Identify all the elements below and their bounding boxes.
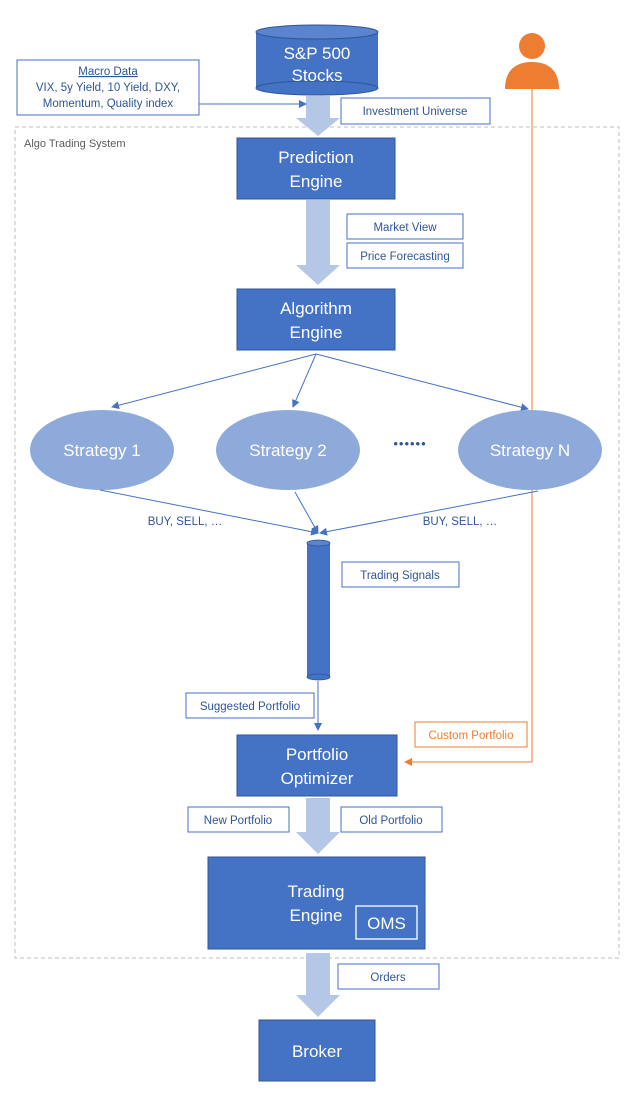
buy-sell-right-label: BUY, SELL, … <box>423 516 498 528</box>
svg-text:Portfolio: Portfolio <box>286 745 348 764</box>
svg-text:Trading: Trading <box>287 882 344 901</box>
svg-text:Suggested Portfolio: Suggested Portfolio <box>200 701 300 713</box>
buy-sell-left-label: BUY, SELL, … <box>148 516 223 528</box>
strategy-1: Strategy 1 <box>30 410 174 490</box>
market-view-label: Market View <box>346 213 464 240</box>
strategy2-to-signals-arrow <box>294 491 319 534</box>
suggested-portfolio-label: Suggested Portfolio <box>185 692 315 719</box>
sp500-title: S&P 500 <box>284 44 351 63</box>
orders-label: Orders <box>337 963 440 990</box>
trading-signals-queue <box>306 539 331 681</box>
flow-arrow-optimizer-to-trading <box>296 798 340 854</box>
svg-text:Price Forecasting: Price Forecasting <box>360 251 449 263</box>
svg-text:Prediction: Prediction <box>278 148 354 167</box>
svg-text:Market View: Market View <box>373 222 437 234</box>
svg-text:Engine: Engine <box>290 172 343 191</box>
svg-text:Investment Universe: Investment Universe <box>363 106 468 118</box>
algo-system-label: Algo Trading System <box>24 138 126 150</box>
macro-data-title: Macro Data <box>78 66 138 78</box>
svg-text:Old Portfolio: Old Portfolio <box>359 815 422 827</box>
flow-arrow-universe <box>296 96 340 136</box>
macro-data-line3: Momentum, Quality index <box>43 98 174 110</box>
svg-text:Custom Portfolio: Custom Portfolio <box>428 730 513 742</box>
price-forecasting-label: Price Forecasting <box>346 242 464 269</box>
old-portfolio-label: Old Portfolio <box>340 806 443 833</box>
oms-box <box>355 905 418 940</box>
svg-text:Engine: Engine <box>290 323 343 342</box>
custom-portfolio-line <box>404 89 533 766</box>
strategy1-to-signals-arrow <box>99 489 319 536</box>
macro-data-box: Macro Data VIX, 5y Yield, 10 Yield, DXY,… <box>16 59 200 116</box>
flow-arrow-trading-to-broker <box>296 953 340 1017</box>
svg-text:Strategy N: Strategy N <box>490 441 570 460</box>
oms-label: OMS <box>367 914 406 933</box>
prediction-engine: Prediction Engine <box>236 137 396 200</box>
svg-text:Broker: Broker <box>292 1042 342 1061</box>
flow-arrow-prediction-to-algorithm <box>296 200 340 285</box>
custom-portfolio-label: Custom Portfolio <box>414 721 528 748</box>
broker: Broker <box>258 1019 376 1082</box>
algo-to-strategyN-arrow <box>315 353 529 412</box>
algo-to-strategy1-arrow <box>111 353 317 410</box>
sp500-subtitle: Stocks <box>291 66 342 85</box>
person-icon <box>505 33 559 89</box>
strategy-2: Strategy 2 <box>216 410 360 490</box>
strategy-ellipsis: •••••• <box>393 436 426 451</box>
svg-text:Optimizer: Optimizer <box>281 769 354 788</box>
svg-text:New Portfolio: New Portfolio <box>204 815 272 827</box>
strategyN-to-signals-arrow <box>319 490 539 536</box>
svg-text:Strategy 2: Strategy 2 <box>249 441 327 460</box>
macro-data-line2: VIX, 5y Yield, 10 Yield, DXY, <box>36 82 180 94</box>
trading-signals-label: Trading Signals <box>341 561 460 588</box>
svg-text:Trading Signals: Trading Signals <box>360 570 440 582</box>
algo-to-strategy2-arrow <box>292 353 317 408</box>
trading-engine: Trading Engine OMS <box>207 856 426 950</box>
sp500-database: S&P 500 Stocks <box>255 24 379 96</box>
svg-text:Algorithm: Algorithm <box>280 299 352 318</box>
portfolio-optimizer: Portfolio Optimizer <box>236 734 398 797</box>
strategy-n: Strategy N <box>458 410 602 490</box>
algorithm-engine: Algorithm Engine <box>236 288 396 351</box>
new-portfolio-label: New Portfolio <box>187 806 290 833</box>
svg-text:Strategy 1: Strategy 1 <box>63 441 141 460</box>
svg-text:Orders: Orders <box>370 972 405 984</box>
svg-text:Engine: Engine <box>290 906 343 925</box>
investment-universe-label: Investment Universe <box>340 97 491 125</box>
